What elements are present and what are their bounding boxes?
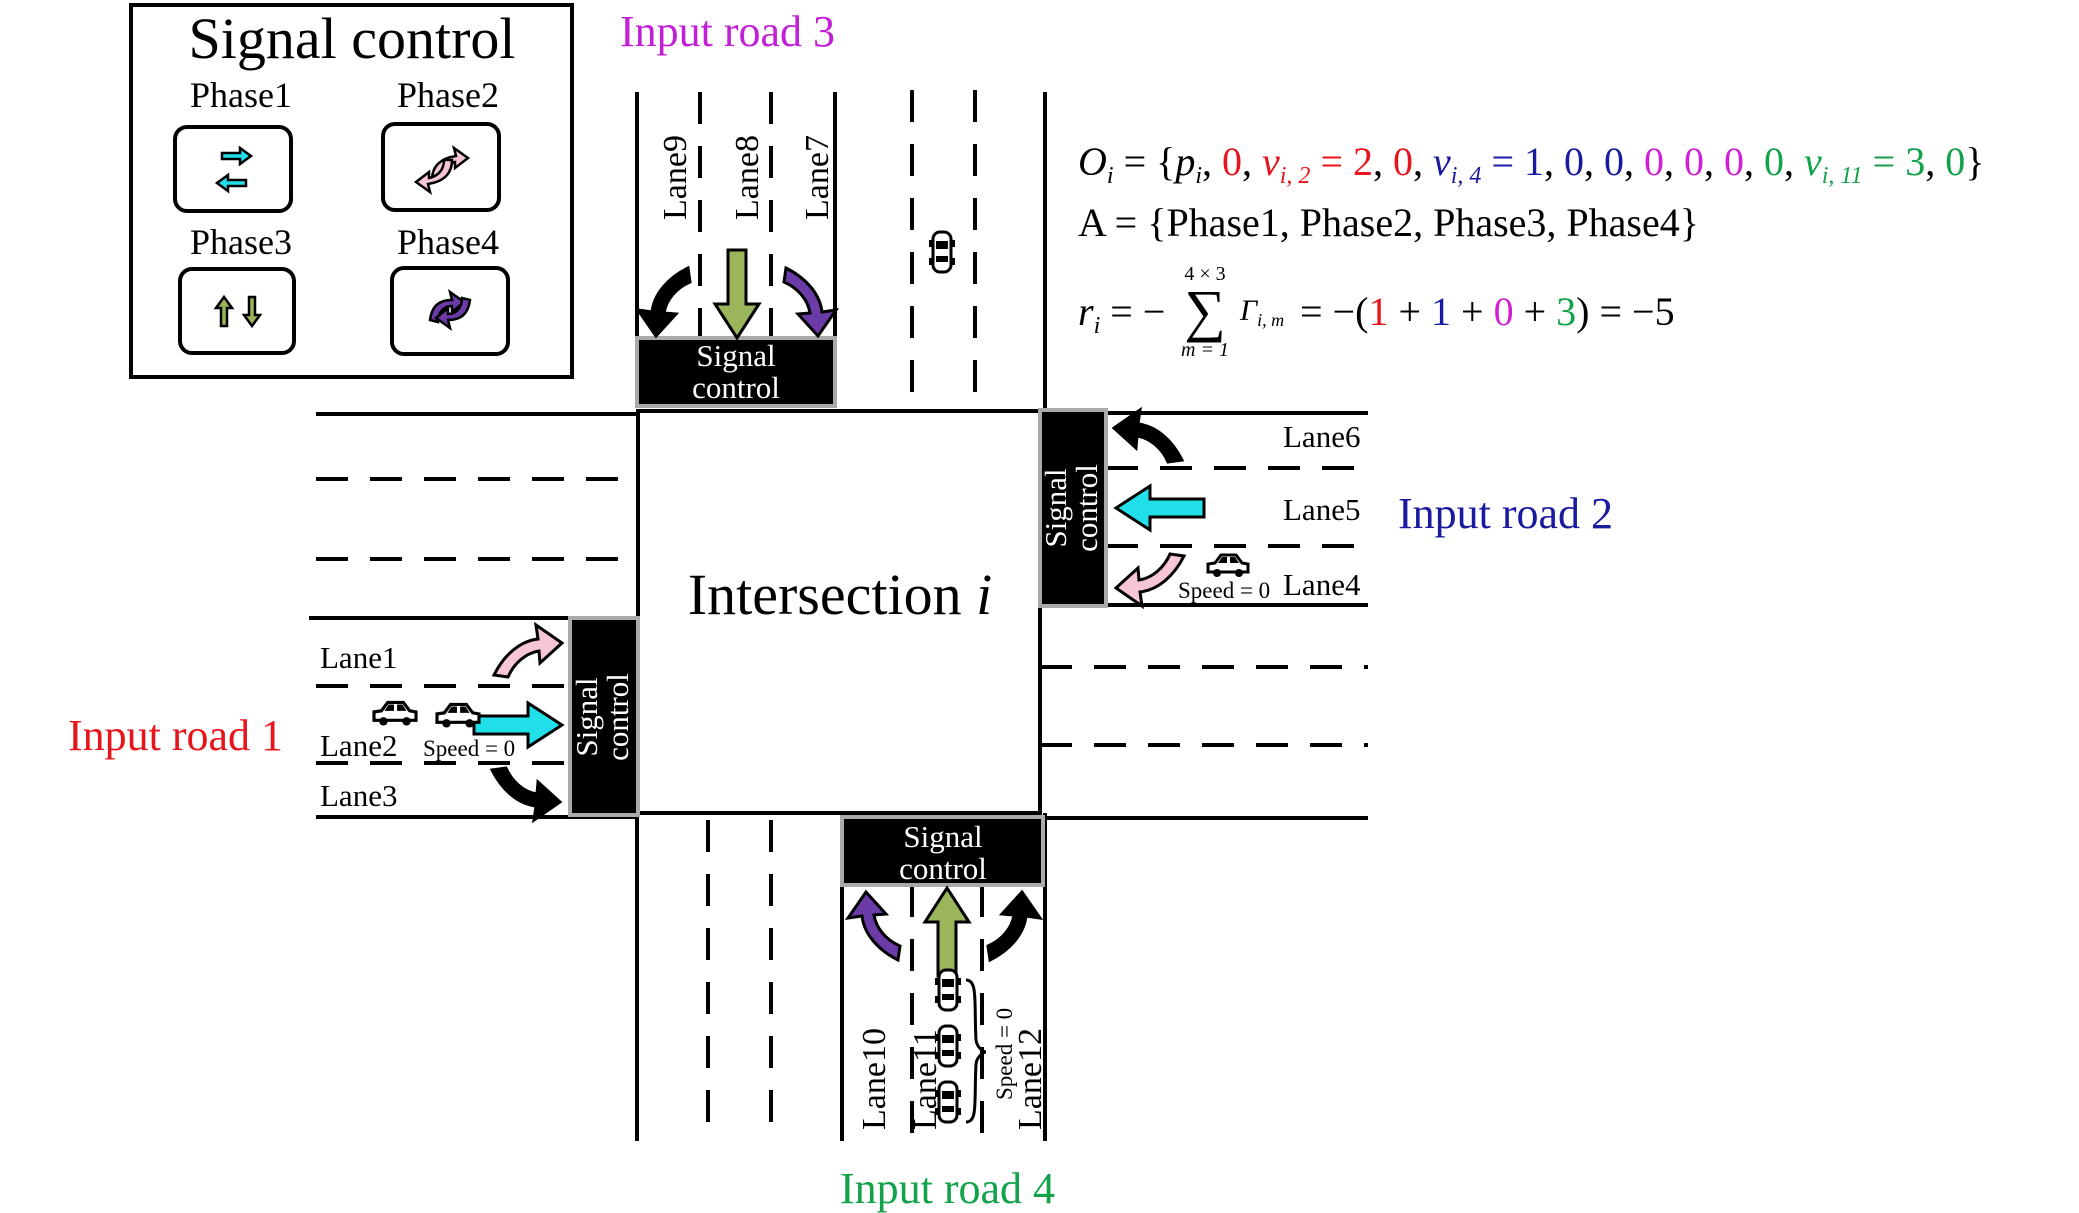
input-road-2-label: Input road 2 [1398, 489, 1613, 538]
input-road-4-label: Input road 4 [840, 1164, 1055, 1213]
lane4-label: Lane4 [1283, 567, 1361, 602]
lane6-label: Lane6 [1283, 419, 1360, 454]
legend-phase3-label: Phase3 [190, 222, 292, 262]
input-road-3-label: Input road 3 [620, 7, 835, 56]
phase1-icon [173, 125, 293, 213]
phase4-icon [390, 266, 510, 356]
input-road-1-label: Input road 1 [68, 711, 283, 760]
signal-north-line2: control [692, 370, 780, 405]
car-icon [933, 1080, 963, 1124]
signal-control-south: Signal control [840, 815, 1045, 887]
observation-formula: Oi = {pi, 0, vi, 2 = 2, 0, vi, 4 = 1, 0,… [1078, 139, 1984, 189]
signal-south-line2: control [899, 851, 987, 886]
legend-phase1-label: Phase1 [190, 75, 292, 115]
signal-west-line1: Signal [569, 677, 604, 756]
signal-west-line2: control [600, 673, 635, 761]
intersection-label: Intersection i [688, 562, 992, 627]
signal-control-west: Signal control [568, 616, 640, 817]
lane6-right-turn-arrow [1112, 408, 1184, 464]
action-formula: A = {Phase1, Phase2, Phase3, Phase4} [1078, 200, 1699, 245]
lane3-label: Lane3 [320, 778, 397, 813]
lane1-label: Lane1 [320, 640, 397, 675]
lane5-straight-arrow [1114, 484, 1206, 532]
lane7-label: Lane7 [799, 135, 836, 220]
legend-phase2-label: Phase2 [397, 75, 499, 115]
car-icon [927, 230, 957, 274]
intersection-box [636, 409, 1042, 815]
speed-label-road4: Speed = 0 [992, 1008, 1017, 1100]
lane12-right-turn-arrow [986, 890, 1042, 962]
signal-control-east: Signal control [1038, 408, 1108, 608]
car-icon [372, 700, 418, 728]
car-icon [435, 702, 481, 730]
road-markings [309, 90, 1368, 1141]
speed-label-road1: Speed = 0 [423, 736, 515, 761]
queue-brace [965, 978, 987, 1124]
phase2-icon [381, 122, 501, 212]
lane8-label: Lane8 [729, 135, 766, 220]
car-icon [933, 1024, 963, 1068]
signal-south-line1: Signal [903, 819, 982, 854]
signal-control-north: Signal control [635, 336, 837, 408]
lane11-straight-arrow [923, 886, 971, 978]
lane9-right-turn-arrow [636, 266, 692, 338]
sum-upper-limit: 4 × 3 [1184, 263, 1225, 285]
lane5-label: Lane5 [1283, 492, 1360, 527]
legend-phase4-label: Phase4 [397, 222, 499, 262]
sum-symbol: ∑ [1184, 278, 1225, 343]
speed-label-road2: Speed = 0 [1178, 578, 1270, 603]
lane7-left-turn-arrow [782, 266, 838, 338]
lane10-label: Lane10 [856, 1028, 893, 1130]
svg-text:ri = −: ri = − [1078, 289, 1165, 339]
lane2-label: Lane2 [320, 728, 397, 763]
legend-title: Signal control [188, 6, 515, 71]
lane12-label: Lane12 [1012, 1028, 1049, 1130]
lane9-label: Lane9 [657, 135, 694, 220]
car-icon [1206, 553, 1250, 579]
signal-east-line1: Signal [1038, 468, 1073, 547]
signal-control-legend: Signal control Phase1 Phase2 Phase3 Phas… [129, 3, 574, 379]
lane3-right-turn-arrow [490, 766, 562, 822]
lane1-left-turn-arrow [492, 623, 564, 679]
car-icon [933, 968, 963, 1012]
reward-formula: ri = − 4 × 3 ∑ m = 1 Γi, m = −(1 + 1 + 0… [1078, 263, 1675, 361]
sum-lower-limit: m = 1 [1181, 339, 1229, 361]
lane8-straight-arrow [713, 248, 761, 340]
lane4-left-turn-arrow [1114, 552, 1186, 608]
signal-east-line2: control [1069, 464, 1104, 552]
lane10-left-turn-arrow [846, 890, 902, 962]
svg-text:Γi, m: Γi, m [1239, 294, 1284, 330]
signal-north-line1: Signal [696, 338, 775, 373]
svg-text:= −(1 + 1 + 0 + 3) = −5: = −(1 + 1 + 0 + 3) = −5 [1300, 289, 1675, 334]
phase3-icon [178, 267, 296, 355]
